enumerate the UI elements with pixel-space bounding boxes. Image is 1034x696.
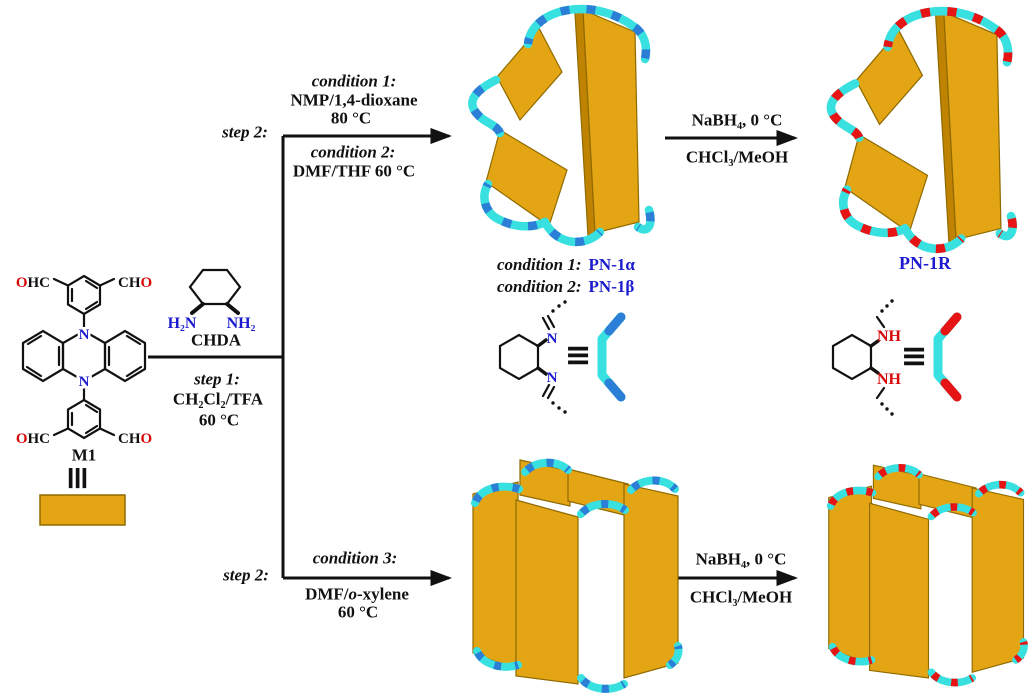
amine-nh-label-top: NH	[877, 328, 902, 345]
chda-ring	[188, 268, 242, 306]
square-imine-cage	[471, 458, 683, 693]
imine-legend-ring	[498, 333, 540, 381]
m1-right-benzo-doubles	[107, 334, 143, 378]
m1-name-label: M1	[71, 445, 97, 465]
m1-left-benzo-ring	[21, 329, 65, 383]
sq-cage-linker-segments	[471, 458, 683, 693]
tri-cage-panels	[485, 9, 640, 237]
cage-panel	[971, 487, 1025, 674]
product-pn1a-name: PN-1α	[588, 255, 635, 274]
m1-equivalence-symbol: ≡	[59, 464, 98, 492]
reaction-arrows	[148, 127, 799, 587]
chda-h2n-label: H₂N	[168, 315, 197, 332]
imine-n-label-top: N	[547, 331, 558, 347]
m1-bottom-aldehyde-bonds	[52, 427, 116, 437]
top-reduction-solvent: CHCl₃/MeOH	[685, 147, 789, 167]
imine-n-label-bottom: N	[547, 370, 558, 386]
imine-bond-top	[536, 338, 548, 348]
cage-panel	[485, 129, 568, 227]
m1-right-benzo-ring	[103, 329, 147, 383]
cage-panel	[519, 459, 571, 507]
product-pn1r-name: PN-1R	[899, 253, 951, 274]
step2-bottom-label: step 2:	[223, 565, 269, 585]
amine-chevron-end-bottom	[940, 378, 962, 402]
condition1-solvent: NMP/1,4-dioxane	[290, 90, 418, 110]
cage-panel	[872, 464, 922, 510]
bottom-reduction-reagent: NaBH₄, 0 °C	[695, 549, 787, 569]
cage-panel	[844, 133, 929, 234]
m1-top-ring-double-bonds	[70, 279, 99, 311]
amine-chevron-end-top	[940, 312, 962, 336]
m1-structure: OHC CHO OHC CHO N N	[16, 274, 152, 526]
top-reduction-reagent: NaBH₄, 0 °C	[691, 110, 783, 130]
amine-single-bonds	[875, 315, 886, 400]
m1-bottom-ring-double-bonds	[70, 403, 99, 435]
imine-chevron-end-top	[604, 312, 626, 336]
m1-panel-symbol	[39, 494, 126, 526]
bottom-reduction-solvent: CHCl₃/MeOH	[689, 587, 793, 607]
amine-legend: NH NH	[831, 299, 962, 416]
condition2-label: condition 2:	[310, 142, 396, 162]
tri-cage-panels	[844, 11, 1002, 244]
sq-cage-panels	[472, 459, 679, 685]
chda-nh2-label: NH₂	[227, 315, 256, 332]
square-amine-cage	[826, 464, 1028, 687]
product-pn1b-name: PN-1β	[588, 277, 635, 296]
step1-label: step 1:	[194, 369, 240, 389]
cage-panel	[869, 502, 930, 679]
step1-temp: 60 °C	[198, 410, 240, 430]
amine-legend-ring	[831, 333, 873, 381]
cage-panel	[623, 483, 679, 679]
condition3-temp: 60 °C	[337, 602, 379, 622]
imine-legend: N N	[498, 300, 626, 414]
triangular-imine-cage	[468, 4, 655, 247]
cage-panel	[855, 29, 924, 126]
amine-equivalence-symbol: ≡	[900, 336, 928, 375]
step1-solvent: CH₂Cl₂/TFA	[172, 389, 264, 409]
imine-chevron-end-bottom	[604, 378, 626, 402]
imine-product-names: condition 1: PN-1α condition 2: PN-1β	[497, 255, 635, 299]
m1-aldehyde-label-top-left: OHC	[16, 275, 50, 291]
imine-double-bonds	[541, 314, 556, 400]
chda-name-label: CHDA	[190, 330, 242, 350]
cage-panel	[828, 485, 873, 666]
triangular-amine-cage	[826, 6, 1017, 254]
m1-aldehyde-label-bottom-right: CHO	[118, 431, 152, 447]
chda-structure: H₂N NH₂	[168, 268, 256, 332]
m1-aldehyde-label-bottom-left: OHC	[16, 431, 50, 447]
condition3-solvent: DMF/o-xylene	[305, 584, 409, 604]
m1-aldehyde-label-top-right: CHO	[118, 275, 152, 291]
m1-bottom-ring	[66, 398, 102, 440]
condition3-label: condition 3:	[312, 548, 398, 568]
condition1-temp: 80 °C	[330, 108, 372, 128]
m1-left-benzo-doubles	[25, 334, 61, 378]
amine-bond-bottom	[869, 366, 880, 375]
imine-bond-bottom	[536, 366, 548, 376]
cage-panel	[582, 9, 640, 234]
product-condition2-label: condition 2:	[497, 277, 582, 296]
imine-equivalence-symbol: ≡	[564, 335, 592, 374]
amine-nh-label-bottom: NH	[877, 371, 902, 388]
cage-panel	[496, 26, 563, 122]
m1-nitrogen-bottom: N	[79, 374, 90, 390]
step2-top-label: step 2:	[222, 122, 268, 142]
sq-cage-linker-segments	[827, 464, 1028, 687]
condition2-solvent: DMF/THF 60 °C	[292, 161, 416, 181]
cage-panel	[515, 499, 579, 685]
tri-cage-linker-segments	[826, 6, 1017, 254]
cage-panel	[472, 481, 519, 671]
tri-cage-linker-segments	[468, 4, 655, 247]
m1-top-aldehyde-bonds	[52, 277, 116, 287]
product-condition1-label: condition 1:	[497, 255, 582, 274]
amine-bond-top	[869, 339, 880, 348]
m1-nitrogen-top: N	[79, 327, 90, 343]
cage-panel	[943, 11, 1002, 241]
sq-cage-panels	[828, 464, 1025, 679]
condition1-label: condition 1:	[311, 71, 397, 91]
chda-amine-bonds	[190, 302, 240, 315]
